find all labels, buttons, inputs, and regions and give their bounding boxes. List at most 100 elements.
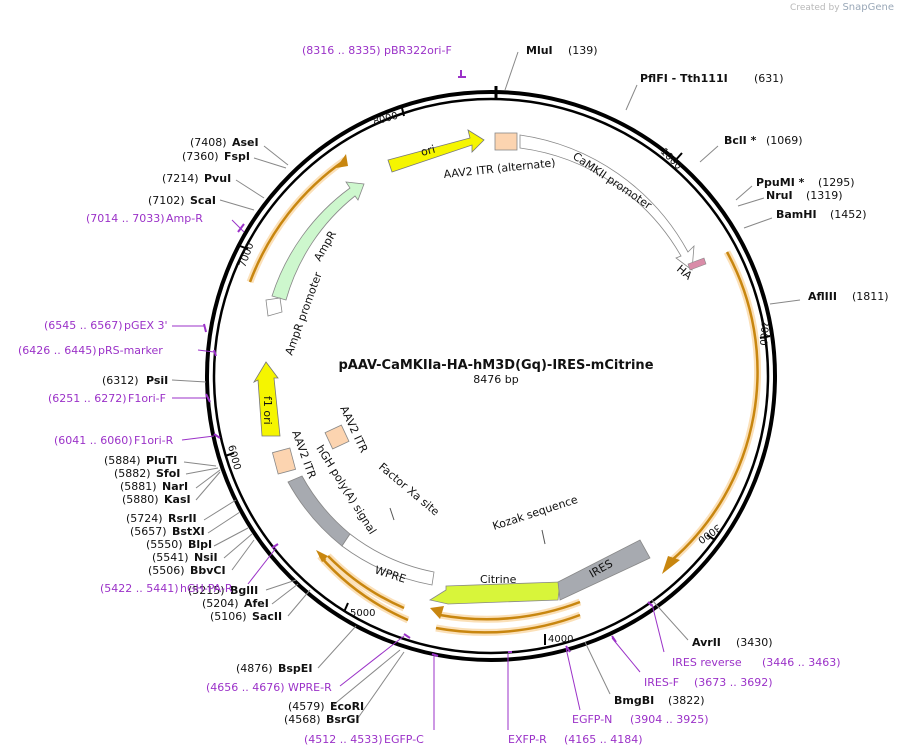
ampr-promoter-arrow [265,297,283,317]
site-name: PpuMI * [756,176,805,189]
primer-name: F1ori-F [128,392,166,405]
site-pos: (5882) [114,467,151,480]
label-camkii: CaMKII promoter [570,150,654,213]
site-pos: (1295) [818,176,855,189]
site-pos: (631) [754,72,784,85]
primer-name: WPRE-R [288,681,332,694]
site-pos: (5880) [122,493,159,506]
sites-left: (7408) AseI (7360) FspI (7214) PvuI (710… [102,136,364,726]
primer-name: EGFP-N [572,713,612,726]
itr-inner-box [324,424,350,450]
primer-name: hGH-PA-R [180,582,233,595]
primer-name: Amp-R [166,212,203,225]
site-pos: (5541) [152,551,189,564]
site-name: EcoRI [330,700,364,713]
snapgene-brand: SnapGene [842,2,894,13]
ires-box [557,539,651,601]
itr-outer-box [271,447,297,475]
site-pos: (5550) [146,538,183,551]
site-name: FspI [224,150,250,163]
itr-alt-box [494,132,518,151]
kozak-mark [541,529,546,545]
primer-labels: (8316 .. 8335) pBR322ori-F (7014 .. 7033… [18,44,841,746]
camkii-promoter-arrow [519,134,695,271]
backbone-ring [205,90,777,662]
primer-leaders [172,219,665,730]
label-f1ori: f1 ori [261,396,274,425]
site-name: ScaI [190,194,216,207]
site-name: MluI [526,44,553,57]
primer-range: (3446 .. 3463) [762,656,841,669]
site-name: NarI [162,480,188,493]
site-name: PflFI - Tth111I [640,72,728,85]
tick-6000: 6000 [225,444,242,471]
primer-range: (4656 .. 4676) [206,681,285,694]
primer-name: pBR322ori-F [384,44,452,57]
site-name: RsrII [168,512,197,525]
site-pos: (5881) [120,480,157,493]
tick-5000: 5000 [350,608,375,619]
f1-ori-arrow [252,361,281,437]
label-kozak: Kozak sequence [491,493,580,533]
primer-name: IRES-F [644,676,679,689]
site-pos: (3822) [668,694,705,707]
site-name: AfeI [244,597,269,610]
label-itr-alt: AAV2 ITR (alternate) [443,156,556,181]
site-name: BspEI [278,662,312,675]
ampr-arrow [271,181,365,301]
primer-range: (3673 .. 3692) [694,676,773,689]
primer-range: (6426 .. 6445) [18,344,97,357]
site-name: BmgBI [614,694,654,707]
site-name: SfoI [156,467,180,480]
primer-name: IRES reverse [672,656,742,669]
plasmid-title: pAAV-CaMKIIa-HA-hM3D(Gq)-IRES-mCitrine [338,358,653,373]
factor-xa-mark [389,507,395,521]
site-pos: (7102) [148,194,185,207]
site-name: KasI [164,493,191,506]
label-ori: ori [419,143,436,159]
site-name: AvrII [692,636,721,649]
site-pos: (5106) [210,610,247,623]
leader-lines [171,51,801,719]
site-name: BlpI [188,538,212,551]
site-name: BstXI [172,525,205,538]
site-pos: (1069) [766,134,803,147]
primer-range: (4165 .. 4184) [564,733,643,746]
primer-markers [203,70,653,657]
site-pos: (4579) [288,700,325,713]
site-pos: (139) [568,44,598,57]
plasmid-size: 8476 bp [473,373,518,386]
site-name: NsiI [194,551,218,564]
ori-arrow [387,129,485,173]
primer-range: (6251 .. 6272) [48,392,127,405]
site-pos: (7214) [162,172,199,185]
site-name: PvuI [204,172,231,185]
site-pos: (4568) [284,713,321,726]
primer-range: (3904 .. 3925) [630,713,709,726]
site-name: AseI [232,136,259,149]
site-pos: (1452) [830,208,867,221]
site-name: PsiI [146,374,168,387]
site-pos: (7360) [182,150,219,163]
primer-range: (7014 .. 7033) [86,212,165,225]
snapgene-credit: Created by SnapGene [790,2,894,13]
primer-name: pGEX 3' [124,319,168,332]
site-name: SacII [252,610,282,623]
primer-name: F1ori-R [134,434,174,447]
site-name: BglII [230,584,258,597]
site-pos: (1319) [806,189,843,202]
site-pos: (3430) [736,636,773,649]
citrine-arrow [428,581,561,605]
primer-range: (8316 .. 8335) [302,44,381,57]
primer-range: (5422 .. 5441) [100,582,179,595]
site-pos: (1811) [852,290,889,303]
primer-range: (6545 .. 6567) [44,319,123,332]
features [252,129,707,605]
site-pos: (5204) [202,597,239,610]
tick-2000: 2000 [757,320,770,346]
primer-name: EGFP-C [384,733,424,746]
label-itr-outer: AAV2 ITR [289,429,319,481]
site-pos: (5724) [126,512,163,525]
site-name: BamHI [776,208,817,221]
